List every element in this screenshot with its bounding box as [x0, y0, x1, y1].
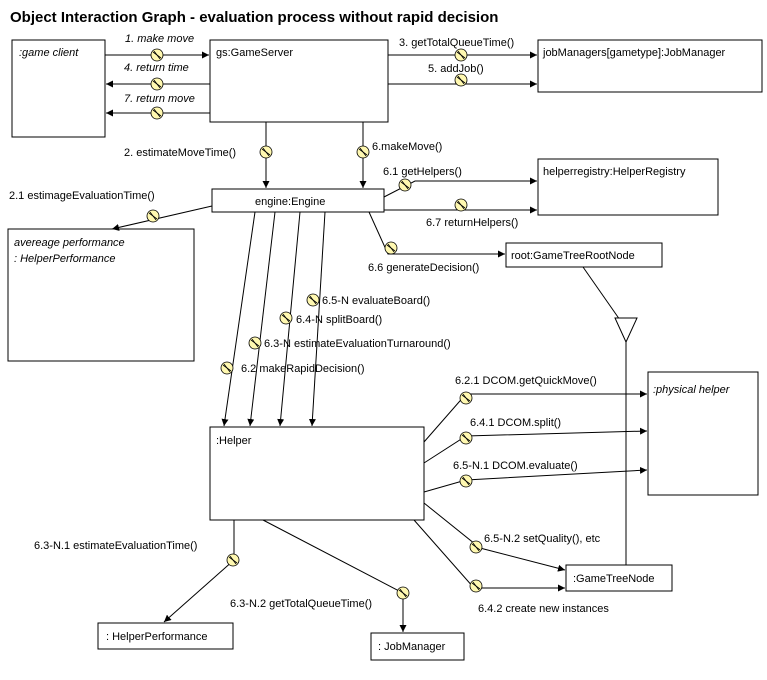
- game-server-label: gs:GameServer: [216, 47, 293, 59]
- link-icon: [248, 336, 262, 350]
- link-icon: [306, 293, 320, 307]
- link-icon: [220, 361, 234, 375]
- message-2-1: 2.1 estimageEvaluationTime(): [9, 190, 155, 202]
- message-6-6: 6.6 generateDecision(): [368, 262, 479, 274]
- game-client-object: :game client: [11, 39, 106, 138]
- message-1: 1. make move: [125, 33, 194, 45]
- average-performance-label-1: avereage performance: [14, 237, 125, 249]
- game-tree-node-object: :GameTreeNode: [565, 564, 673, 592]
- message-6-4-2: 6.4.2 create new instances: [478, 603, 609, 615]
- message-6-1: 6.1 getHelpers(): [383, 166, 462, 178]
- link-icon: [398, 178, 412, 192]
- engine-label: engine:Engine: [255, 196, 325, 208]
- link-icon: [454, 48, 468, 62]
- link-icon: [459, 391, 473, 405]
- root-node-label: root:GameTreeRootNode: [511, 250, 635, 262]
- helper-registry-object: helperregistry:HelperRegistry: [537, 158, 719, 216]
- helper-object: :Helper: [209, 426, 425, 521]
- link-icon: [396, 586, 410, 600]
- link-icon: [150, 106, 164, 120]
- link-icon: [226, 553, 240, 567]
- link-icon: [356, 145, 370, 159]
- message-6-4-1: 6.4.1 DCOM.split(): [470, 417, 561, 429]
- message-6-2: 6.2 makeRapidDecision(): [241, 363, 365, 375]
- message-markers: [146, 48, 483, 600]
- message-6-5-n-1: 6.5-N.1 DCOM.evaluate(): [453, 460, 578, 472]
- message-4: 4. return time: [124, 62, 189, 74]
- message-6-5-n: 6.5-N evaluateBoard(): [322, 295, 430, 307]
- link-icon: [146, 209, 160, 223]
- link-icon: [384, 241, 398, 255]
- physical-helper-object: :physical helper: [647, 371, 759, 496]
- engine-object: engine:Engine: [211, 188, 385, 213]
- link-icon: [279, 311, 293, 325]
- diagram-title: Object Interaction Graph - evaluation pr…: [10, 9, 498, 26]
- job-manager-label: : JobManager: [378, 641, 446, 653]
- link-icon: [469, 540, 483, 554]
- game-server-object: gs:GameServer: [209, 39, 389, 123]
- job-managers-label: jobManagers[gametype]:JobManager: [542, 47, 726, 59]
- helper-performance-label: : HelperPerformance: [106, 631, 208, 643]
- average-performance-object: avereage performance : HelperPerformance: [7, 228, 195, 362]
- message-7: 7. return move: [124, 93, 195, 105]
- link-icon: [454, 198, 468, 212]
- message-6-7: 6.7 returnHelpers(): [426, 217, 518, 229]
- job-manager-object: : JobManager: [370, 632, 465, 661]
- job-managers-object: jobManagers[gametype]:JobManager: [537, 39, 763, 93]
- game-tree-node-label: :GameTreeNode: [573, 573, 655, 585]
- message-3: 3. getTotalQueueTime(): [399, 37, 514, 49]
- message-6-3-n-1: 6.3-N.1 estimateEvaluationTime(): [34, 540, 197, 552]
- link-icon: [459, 474, 473, 488]
- message-5: 5. addJob(): [428, 63, 484, 75]
- link-icon: [454, 73, 468, 87]
- game-client-label: :game client: [19, 47, 79, 59]
- message-6-2-1: 6.2.1 DCOM.getQuickMove(): [455, 375, 597, 387]
- link-icon: [459, 431, 473, 445]
- physical-helper-label: :physical helper: [653, 384, 731, 396]
- message-2: 2. estimateMoveTime(): [124, 147, 236, 159]
- message-6-5-n-2: 6.5-N.2 setQuality(), etc: [484, 533, 601, 545]
- message-6-3-n: 6.3-N estimateEvaluationTurnaround(): [264, 338, 451, 350]
- message-6-4-n: 6.4-N splitBoard(): [296, 314, 382, 326]
- message-labels: 1. make move 4. return time 7. return mo…: [9, 33, 609, 615]
- helper-registry-label: helperregistry:HelperRegistry: [543, 166, 686, 178]
- average-performance-label-2: : HelperPerformance: [14, 253, 116, 265]
- root-node-object: root:GameTreeRootNode: [505, 242, 663, 268]
- link-icon: [150, 77, 164, 91]
- link-icon: [259, 145, 273, 159]
- message-6: 6.makeMove(): [372, 141, 442, 153]
- link-icon: [469, 579, 483, 593]
- helper-label: :Helper: [216, 435, 252, 447]
- message-6-3-n-2: 6.3-N.2 getTotalQueueTime(): [230, 598, 372, 610]
- link-icon: [150, 48, 164, 62]
- helper-performance-object: : HelperPerformance: [97, 622, 234, 650]
